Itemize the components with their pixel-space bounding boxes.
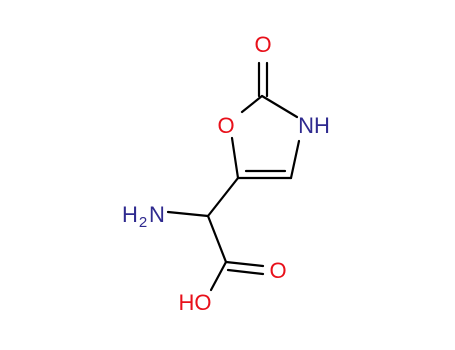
atom-ring-oxygen: O — [217, 113, 234, 138]
bond-calpha-n — [166, 210, 210, 218]
bond-n3-c2 — [260, 94, 299, 119]
bond-c2-o1 — [240, 94, 264, 114]
bond-c4-n3 — [289, 139, 301, 180]
atom-amine-h: H — [122, 202, 138, 227]
bond-cooh-oh — [209, 260, 228, 292]
bond-o1-c5 — [230, 136, 240, 180]
atom-amine-n: N — [149, 202, 165, 227]
atom-amine-subscript: 2 — [139, 214, 147, 231]
bond-calpha-ccooh — [206, 214, 228, 264]
bond-cooh-o-double-a — [224, 260, 265, 268]
atom-ring-nitrogen-nh: NH — [298, 113, 330, 138]
atom-hydroxyl: HO — [179, 290, 212, 315]
bond-cooh-o-double-b — [226, 268, 265, 276]
bond-c5-calpha — [206, 176, 240, 218]
atom-carbonyl-oxygen: O — [254, 32, 271, 57]
atom-acid-carbonyl-oxygen: O — [269, 258, 286, 283]
